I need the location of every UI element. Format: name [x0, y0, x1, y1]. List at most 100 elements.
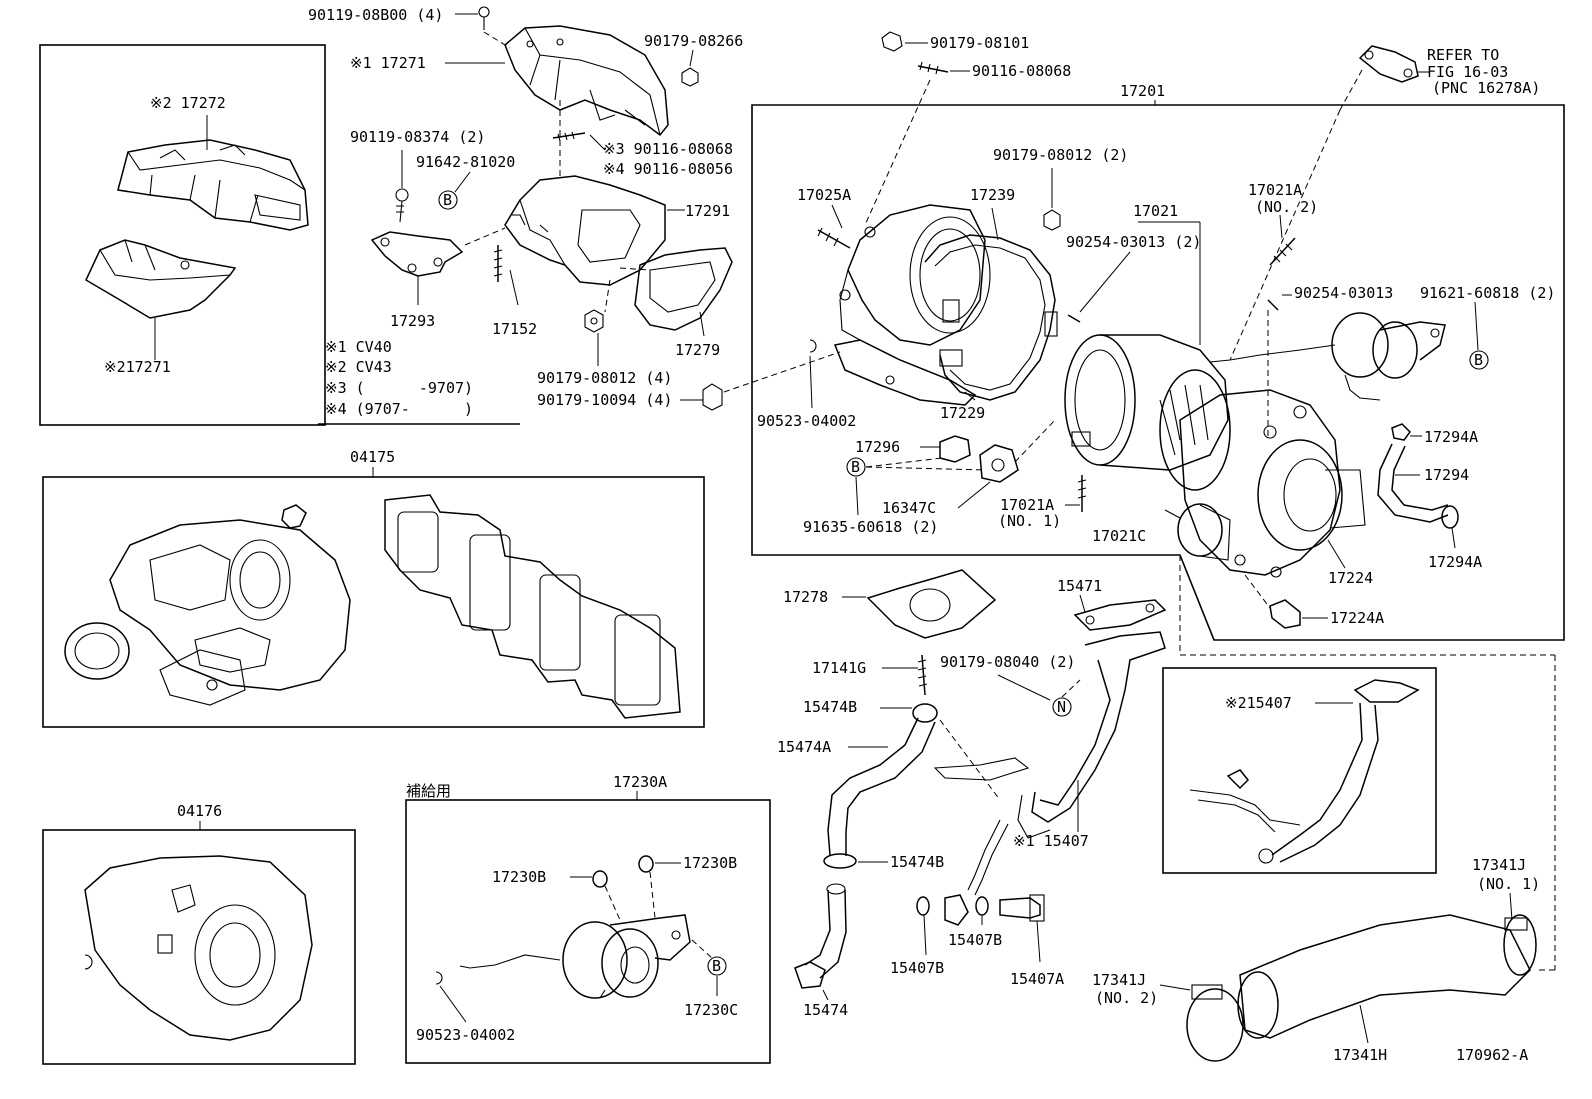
heat-insulator-17271-drawing	[504, 25, 669, 137]
callout-b-letter: B	[443, 191, 452, 209]
kit-04175-turbo-drawing	[109, 519, 351, 706]
inset-box-17272-17271	[39, 44, 326, 426]
actuator-17230A-drawing	[459, 914, 691, 999]
clip-17294A-top	[1391, 423, 1411, 441]
label-x1-17271: ※1 17271	[350, 54, 426, 72]
inset-box-15407	[1162, 667, 1437, 874]
label-pnc-16278a: (PNC 16278A)	[1432, 79, 1540, 97]
label-17278: 17278	[783, 588, 828, 606]
bolt-90119-08374	[395, 188, 409, 223]
label-91621-60818: 91621-60818 (2)	[1420, 284, 1555, 302]
nut-90179-08101	[881, 31, 903, 52]
label-17291: 17291	[685, 202, 730, 220]
label-90179-08040: 90179-08040 (2)	[940, 653, 1075, 671]
stud-17021A-no1	[1077, 475, 1087, 512]
gasket-15471	[1073, 599, 1167, 631]
hose-15474A	[827, 717, 936, 856]
bolt-15407A	[999, 894, 1045, 922]
label-90523-04002-bottom: 90523-04002	[416, 1026, 515, 1044]
assembly-box-17201	[751, 104, 1565, 641]
nut-90179-10094-4	[702, 383, 723, 411]
label-17341J-no1-sub: (NO. 1)	[1477, 875, 1540, 893]
kit-04175-seal	[64, 622, 130, 680]
elbow-17291-drawing	[504, 175, 666, 286]
inset-box-17230A	[405, 799, 771, 1064]
legend-cv43: ※2 CV43	[325, 358, 392, 376]
oil-pipe-x2-15407-drawing	[1189, 679, 1420, 864]
label-16347C: 16347C	[882, 499, 936, 517]
callout-b-91621	[1469, 350, 1489, 370]
callout-n-letter: N	[1057, 698, 1066, 716]
legend-cv40: ※1 CV40	[325, 338, 392, 356]
label-91642-81020: 91642-81020	[416, 153, 515, 171]
label-17224: 17224	[1328, 569, 1373, 587]
label-90179-10094-4: 90179-10094 (4)	[537, 391, 672, 409]
label-17224A: 17224A	[1330, 609, 1384, 627]
gasket-17279-drawing	[634, 247, 733, 331]
label-15474B-bottom: 15474B	[890, 853, 944, 871]
gasket-16347C	[979, 444, 1019, 483]
heat-insulator-17271-inset-drawing	[85, 239, 237, 319]
bracket-17293-drawing	[370, 231, 464, 277]
clip-15474B-bottom	[823, 853, 857, 869]
bolt-17224A	[1269, 599, 1301, 629]
kit-04176-clip	[84, 954, 93, 970]
label-17025A: 17025A	[797, 186, 851, 204]
label-90116-08068: 90116-08068	[972, 62, 1071, 80]
washer-15407B-left	[916, 896, 930, 916]
label-90119-08B00: 90119-08B00 (4)	[308, 6, 443, 24]
callout-b-letter: B	[1474, 351, 1483, 369]
compressor-housing-17224-drawing	[1179, 389, 1366, 578]
stud-90116-08068	[917, 61, 949, 75]
label-x2-17271: ※217271	[104, 358, 171, 376]
washer-17230B-right	[638, 855, 654, 873]
clip-15474B-top	[912, 703, 938, 723]
label-17230C: 17230C	[684, 1001, 738, 1019]
turbine-housing-17239-drawing	[833, 204, 991, 406]
nut-90179-08012-2	[1043, 209, 1061, 231]
washer-90523-04002-bottom	[435, 971, 443, 985]
label-17294A-bottom: 17294A	[1428, 553, 1482, 571]
label-90179-08101: 90179-08101	[930, 34, 1029, 52]
label-17230B-right: 17230B	[683, 854, 737, 872]
label-x2-15407: ※215407	[1225, 694, 1292, 712]
label-15474: 15474	[803, 1001, 848, 1019]
label-17201: 17201	[1120, 82, 1165, 100]
label-15474B-top: 15474B	[803, 698, 857, 716]
clamp-17229-drawing	[924, 234, 1058, 401]
label-04175: 04175	[350, 448, 395, 466]
union-15407	[944, 894, 969, 926]
pin-90254-03013	[1267, 299, 1279, 311]
label-04176: 04176	[177, 802, 222, 820]
pipe-15474	[794, 883, 847, 989]
clip-17294A-bottom	[1441, 505, 1459, 529]
stud-90116-08068-small	[552, 131, 586, 142]
bolt-90119-08B00	[478, 6, 490, 30]
hose-17294	[1377, 443, 1449, 523]
label-17021C: 17021C	[1092, 527, 1146, 545]
stud-17152	[493, 245, 503, 282]
label-17021A-no1: 17021A	[1000, 496, 1054, 514]
heat-insulator-17272-drawing	[117, 139, 309, 231]
figure-id: 170962-A	[1456, 1046, 1528, 1064]
hose-17341H	[1237, 914, 1531, 1039]
label-90523-04002-top: 90523-04002	[757, 412, 856, 430]
nut-90179-08266	[681, 67, 699, 87]
label-17341J-no1: 17341J	[1472, 856, 1526, 874]
label-17152: 17152	[492, 320, 537, 338]
label-fig-16-03: FIG 16-03	[1427, 63, 1508, 81]
label-x2-17272: ※2 17272	[150, 94, 226, 112]
label-17021A-no1-sub: (NO. 1)	[998, 512, 1061, 530]
turbocharger-core-17021-drawing	[1064, 334, 1231, 491]
label-17279: 17279	[675, 341, 720, 359]
callout-n-90179-08040	[1052, 697, 1072, 717]
washer-17230B-left	[592, 870, 608, 888]
label-refer-to: REFER TO	[1427, 46, 1499, 64]
label-17341J-no2: 17341J	[1092, 971, 1146, 989]
label-supply-note: 補給用	[406, 782, 451, 800]
inset-box-04175	[42, 476, 705, 728]
label-17296: 17296	[855, 438, 900, 456]
legend-before-9707: ※3 ( -9707)	[325, 379, 473, 397]
label-90254-03013: 90254-03013	[1294, 284, 1393, 302]
label-15407B-right: 15407B	[948, 931, 1002, 949]
